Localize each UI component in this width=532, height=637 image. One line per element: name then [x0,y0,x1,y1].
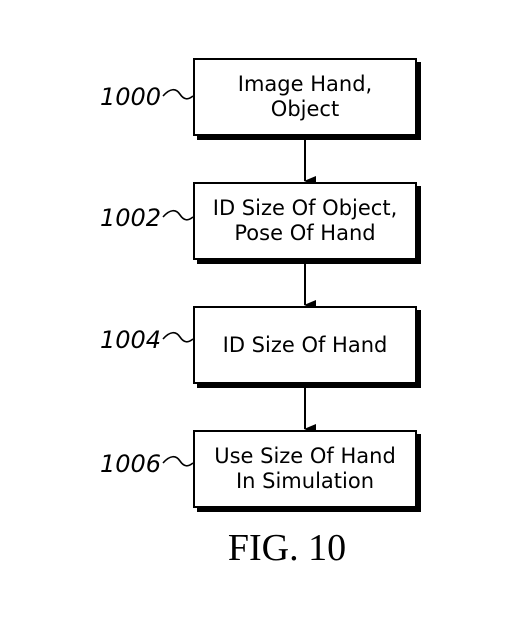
step-box-text: ID Size Of Hand [222,332,388,357]
leader-line-1000 [162,88,194,100]
step-ref-1004: 1004 [100,326,162,354]
step-ref-1002: 1002 [100,204,162,232]
step-box-id-size-of-hand: ID Size Of Hand [193,306,417,384]
step-box-text: Image Hand, Object [237,72,373,121]
leader-line-1002 [162,209,194,221]
step-box-use-size-of-hand: Use Size Of Hand In Simulation [193,430,417,508]
step-ref-1006: 1006 [100,450,162,478]
step-box-image-hand-object: Image Hand, Object [193,58,417,136]
step-box-text: ID Size Of Object, Pose Of Hand [212,196,398,245]
step-box-id-size-of-object: ID Size Of Object, Pose Of Hand [193,182,417,260]
step-ref-1000: 1000 [100,83,162,111]
leader-line-1006 [162,455,194,467]
figure-caption: FIG. 10 [227,527,347,569]
step-box-text: Use Size Of Hand In Simulation [214,444,396,493]
leader-line-1004 [162,331,194,343]
